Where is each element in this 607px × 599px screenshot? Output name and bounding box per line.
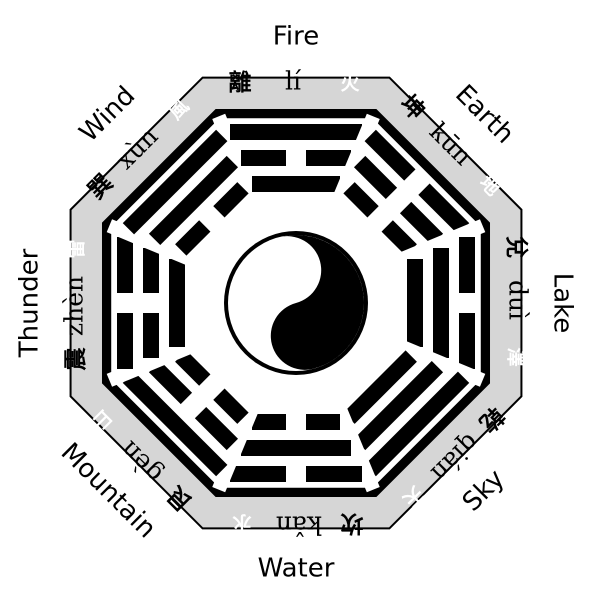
trigram-line-solid bbox=[230, 124, 362, 140]
trigram-line-solid bbox=[407, 259, 423, 347]
trigram-line-solid bbox=[252, 176, 340, 192]
trigram-line-solid bbox=[122, 371, 228, 477]
element-fire: 火 bbox=[340, 73, 360, 95]
trigram-line-solid bbox=[122, 129, 228, 235]
trigram-line-broken bbox=[399, 201, 444, 246]
trigram-line-solid bbox=[343, 350, 417, 424]
trigram-line-broken bbox=[241, 150, 286, 166]
trigram-line-solid bbox=[433, 248, 449, 358]
trigram-line-broken bbox=[117, 313, 133, 369]
trigram-line-broken bbox=[364, 129, 416, 181]
trigram-line-broken bbox=[213, 182, 249, 218]
trigram-line-solid bbox=[169, 259, 185, 347]
pinyin-fire: lí bbox=[285, 67, 302, 96]
trigram-line-broken bbox=[381, 220, 417, 256]
trigram-line-solid bbox=[364, 371, 470, 477]
trigram-line-solid bbox=[148, 155, 239, 246]
yin-half bbox=[270, 235, 364, 370]
label-lake: Lake bbox=[548, 273, 578, 334]
trigram-line-broken bbox=[459, 313, 475, 369]
label-sky: Sky bbox=[457, 464, 511, 518]
label-fire: Fire bbox=[273, 22, 319, 52]
trigram-line-broken bbox=[418, 183, 470, 235]
hanzi-water: 坎 bbox=[341, 510, 364, 537]
trigram-line-broken bbox=[194, 406, 239, 451]
trigram-line-broken bbox=[343, 182, 379, 218]
trigram-line-broken bbox=[143, 248, 159, 293]
trigram-line-broken bbox=[306, 150, 351, 166]
pinyin-water: kǎn bbox=[276, 511, 322, 540]
trigram-line-broken bbox=[353, 155, 398, 200]
trigram-line-broken bbox=[148, 360, 193, 405]
trigram-line-broken bbox=[117, 237, 133, 293]
trigram-line-broken bbox=[459, 237, 475, 293]
hanzi-fire: 離 bbox=[229, 69, 252, 96]
yin-yang-halves bbox=[270, 235, 364, 370]
trigram-line-solid bbox=[353, 360, 444, 451]
hanzi-thunder: 震 bbox=[62, 347, 89, 371]
trigram-line-broken bbox=[306, 466, 362, 482]
label-thunder: Thunder bbox=[15, 248, 45, 358]
trigram-line-solid bbox=[241, 440, 351, 456]
yin-yang-symbol bbox=[224, 231, 368, 375]
hanzi-lake: 兌 bbox=[503, 236, 530, 259]
label-water: Water bbox=[258, 554, 335, 584]
yin-dot bbox=[278, 261, 297, 280]
trigram-line-broken bbox=[175, 220, 211, 256]
element-thunder: 雷 bbox=[66, 239, 88, 258]
trigram-line-broken bbox=[306, 414, 340, 430]
element-water: 水 bbox=[232, 512, 252, 534]
trigram-line-broken bbox=[175, 350, 211, 386]
pinyin-thunder: zhèn bbox=[60, 276, 89, 336]
sector-thunder: 震 zhèn 雷 bbox=[60, 237, 299, 387]
pinyin-lake: duì bbox=[504, 280, 533, 320]
trigram-line-broken bbox=[213, 388, 249, 424]
trigram-line-broken bbox=[230, 466, 286, 482]
trigram-line-broken bbox=[252, 414, 286, 430]
element-lake: 澤 bbox=[505, 347, 527, 366]
yang-dot bbox=[295, 326, 314, 345]
trigram-line-broken bbox=[143, 313, 159, 358]
